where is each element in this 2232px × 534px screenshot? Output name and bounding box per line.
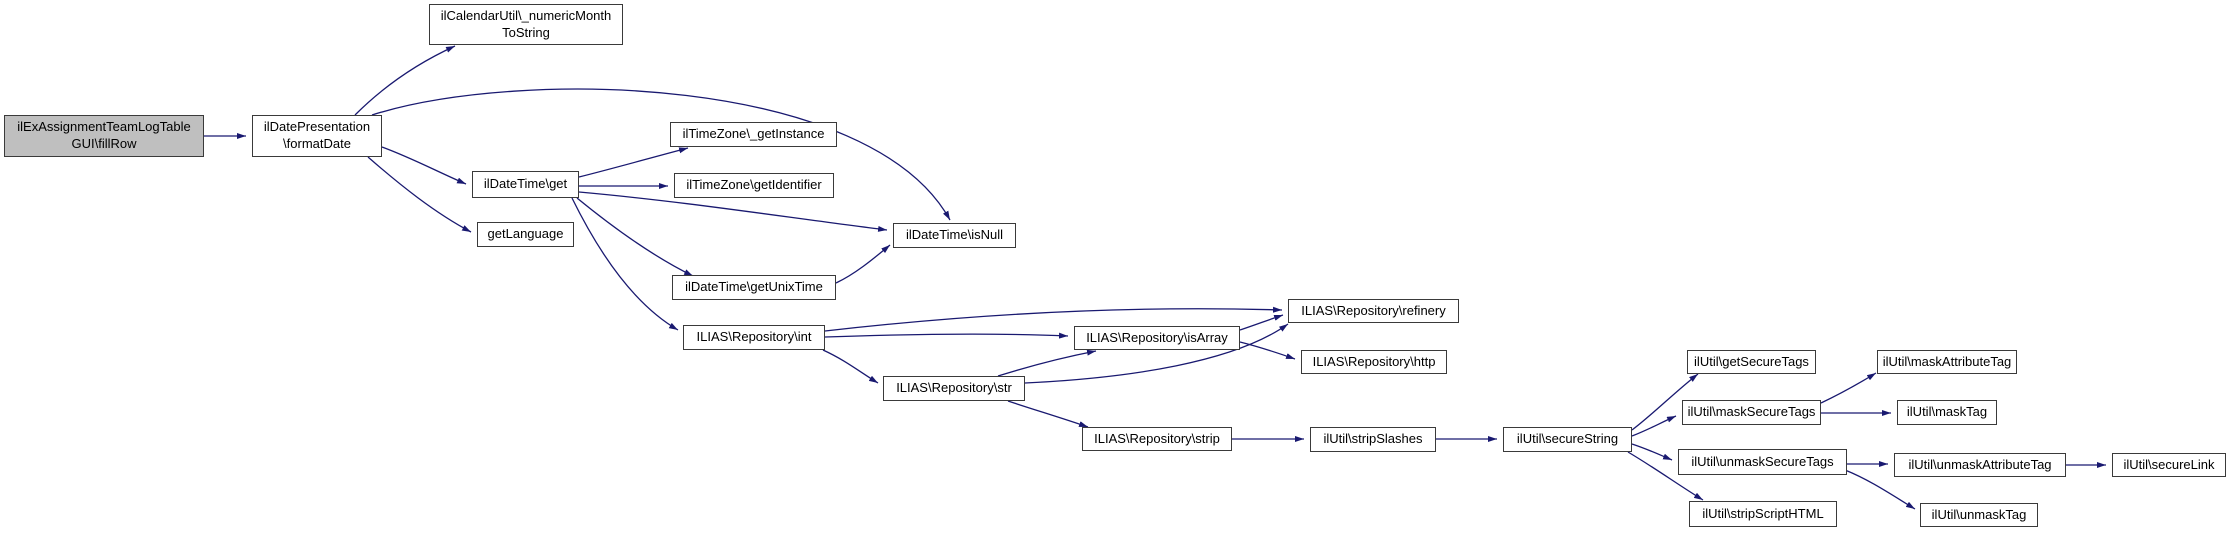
edge-str-to-refinery <box>1024 323 1289 384</box>
edge-get-to-getInstance <box>578 147 689 178</box>
node-label-line: ilUtil\maskAttributeTag <box>1882 353 2012 369</box>
node-secureLink[interactable]: ilUtil\secureLink <box>2112 453 2226 477</box>
node-http[interactable]: ILIAS\Repository\http <box>1301 350 1447 374</box>
node-maskAttributeTag[interactable]: ilUtil\maskAttributeTag <box>1877 350 2017 374</box>
node-label-line: ilUtil\stripScriptHTML <box>1702 505 1824 521</box>
edge-int-to-refinery <box>824 306 1283 332</box>
edge-secureString-to-maskSecureTags <box>1631 415 1677 437</box>
edge-isArray-to-refinery <box>1239 314 1284 331</box>
node-unmaskAttributeTag[interactable]: ilUtil\unmaskAttributeTag <box>1894 453 2066 477</box>
edge-get-to-int <box>571 197 679 331</box>
node-label-line: ToString <box>502 24 550 40</box>
node-getIdentifier[interactable]: ilTimeZone\getIdentifier <box>674 173 834 198</box>
node-label-line: ilUtil\unmaskAttributeTag <box>1908 456 2052 472</box>
node-label-line: ilUtil\unmaskTag <box>1931 506 2027 522</box>
node-maskTag[interactable]: ilUtil\maskTag <box>1897 400 1997 425</box>
node-label-line: ILIAS\Repository\strip <box>1094 430 1220 446</box>
node-getLanguage[interactable]: getLanguage <box>477 222 574 247</box>
edge-formatDate-to-numericMonthToString <box>354 45 456 116</box>
node-label-line: ilDatePresentation <box>263 119 371 135</box>
node-label-line: ilUtil\maskTag <box>1906 404 1988 420</box>
node-label-line: ilDateTime\get <box>483 176 568 192</box>
node-label-line: ilUtil\stripSlashes <box>1323 431 1423 447</box>
edge-secureString-to-getSecureTags <box>1631 373 1699 431</box>
edge-secureString-to-stripScriptHTML <box>1627 451 1704 501</box>
edge-formatDate-to-getLanguage <box>367 156 472 233</box>
node-label-line: ILIAS\Repository\http <box>1312 353 1436 369</box>
edge-str-to-strip <box>1007 400 1089 428</box>
edge-isArray-to-http <box>1239 341 1296 360</box>
node-label-line: ilTimeZone\getIdentifier <box>686 177 822 193</box>
edge-formatDate-to-get <box>381 146 467 185</box>
node-label-line: ILIAS\Repository\isArray <box>1086 329 1228 345</box>
edge-int-to-isArray <box>824 332 1069 339</box>
node-label-line: ilDateTime\isNull <box>905 227 1004 243</box>
node-label-line: ilUtil\secureLink <box>2123 456 2215 472</box>
node-label-line: ILIAS\Repository\str <box>896 380 1012 396</box>
edge-unmaskSecureTags-to-unmaskTag <box>1844 469 1916 510</box>
node-label-line: ILIAS\Repository\refinery <box>1301 302 1446 318</box>
node-maskSecureTags[interactable]: ilUtil\maskSecureTags <box>1682 400 1821 425</box>
node-isArray[interactable]: ILIAS\Repository\isArray <box>1074 326 1240 350</box>
node-label-line: ilUtil\maskSecureTags <box>1687 404 1816 420</box>
node-stripScriptHTML[interactable]: ilUtil\stripScriptHTML <box>1689 501 1837 527</box>
node-label-line: \formatDate <box>283 136 351 151</box>
node-label-line: ilUtil\unmaskSecureTags <box>1691 453 1834 469</box>
node-strip[interactable]: ILIAS\Repository\strip <box>1082 427 1232 451</box>
node-isNull[interactable]: ilDateTime\isNull <box>893 223 1016 248</box>
edge-formatDate-to-isNull <box>371 88 951 221</box>
node-label-line: getLanguage <box>487 226 564 242</box>
node-get[interactable]: ilDateTime\get <box>472 171 579 198</box>
node-label-line: ilUtil\secureString <box>1516 431 1619 447</box>
node-str[interactable]: ILIAS\Repository\str <box>883 376 1025 401</box>
node-getSecureTags[interactable]: ilUtil\getSecureTags <box>1687 350 1816 374</box>
node-stripSlashes[interactable]: ilUtil\stripSlashes <box>1310 427 1436 452</box>
node-label-line: ilTimeZone\_getInstance <box>682 126 825 142</box>
edge-get-to-getUnixTime <box>576 197 694 277</box>
edge-get-to-isNull <box>578 191 888 232</box>
node-unmaskSecureTags[interactable]: ilUtil\unmaskSecureTags <box>1678 449 1847 475</box>
node-int[interactable]: ILIAS\Repository\int <box>683 325 825 350</box>
node-unmaskTag[interactable]: ilUtil\unmaskTag <box>1920 503 2038 527</box>
node-label-line: ilUtil\getSecureTags <box>1694 353 1809 369</box>
node-secureString[interactable]: ilUtil\secureString <box>1503 427 1632 452</box>
node-label-line: ILIAS\Repository\int <box>696 329 812 345</box>
node-label-line: ilExAssignmentTeamLogTable <box>17 119 191 135</box>
edge-str-to-isArray <box>997 349 1097 377</box>
edge-secureString-to-unmaskSecureTags <box>1631 443 1673 461</box>
edge-getUnixTime-to-isNull <box>835 244 891 284</box>
node-formatDate[interactable]: ilDatePresentation\formatDate <box>252 115 382 157</box>
node-getInstance[interactable]: ilTimeZone\_getInstance <box>670 122 837 147</box>
node-getUnixTime[interactable]: ilDateTime\getUnixTime <box>672 275 836 300</box>
node-label-line: ilCalendarUtil\_numericMonth <box>440 7 612 23</box>
edge-maskSecureTags-to-maskAttributeTag <box>1820 372 1877 404</box>
node-label-line: GUI\fillRow <box>71 136 137 151</box>
edge-int-to-str <box>822 349 879 384</box>
node-label-line: ilDateTime\getUnixTime <box>685 279 823 295</box>
node-refinery[interactable]: ILIAS\Repository\refinery <box>1288 299 1459 323</box>
